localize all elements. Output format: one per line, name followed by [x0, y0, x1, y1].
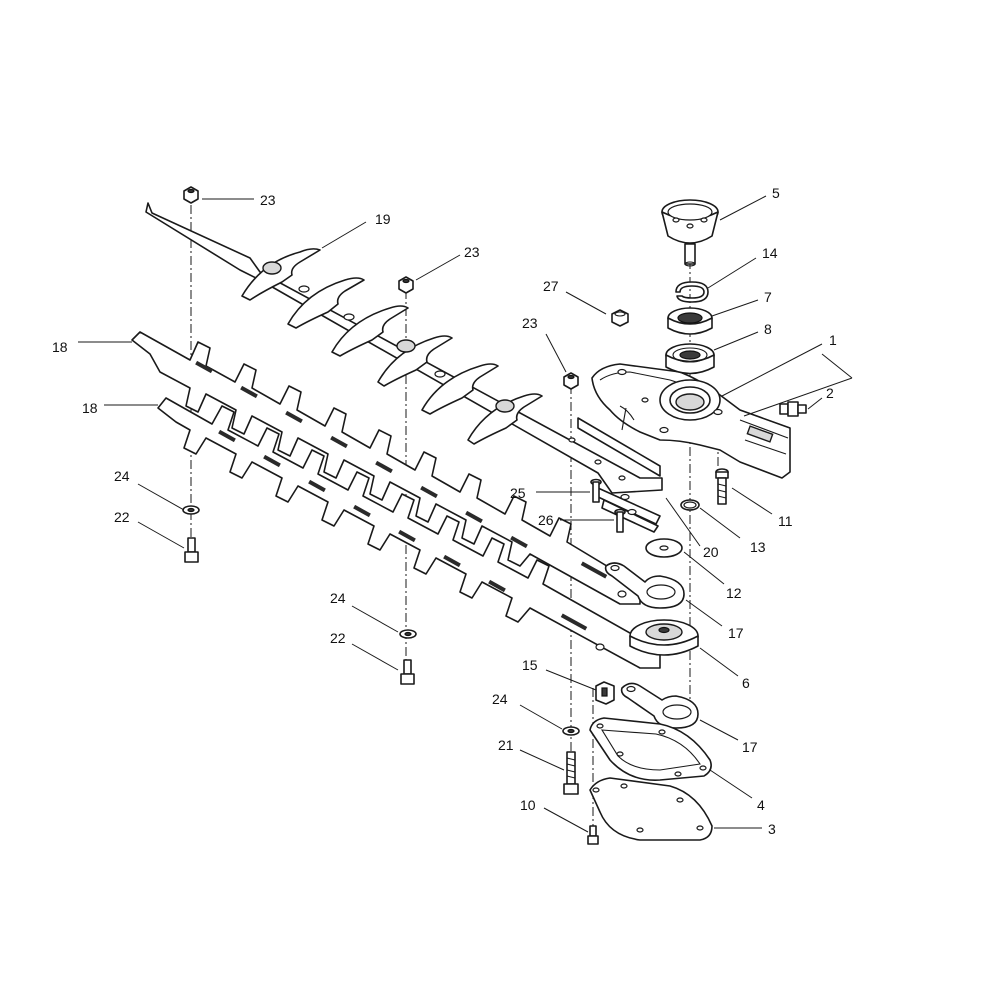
- callout-24-right: 24: [492, 691, 508, 707]
- crank-rod-lower: [620, 682, 699, 729]
- callout-21: 21: [498, 737, 514, 753]
- hex-nut-27: [611, 309, 629, 327]
- gear-case: [591, 363, 791, 479]
- callout-15: 15: [522, 657, 538, 673]
- hex-nuts-23: [183, 186, 579, 390]
- washer-12: [645, 538, 683, 558]
- callout-24-mid: 24: [330, 590, 346, 606]
- upper-blade: [145, 202, 663, 494]
- bolt-10: [587, 825, 599, 845]
- callout-23-mid: 23: [464, 244, 480, 260]
- callout-5: 5: [772, 185, 780, 201]
- oil-seal: [667, 307, 713, 335]
- leader-lines: [78, 195, 853, 833]
- washers-24: [182, 505, 580, 736]
- bolt-11: [715, 468, 729, 505]
- callout-7: 7: [764, 289, 772, 305]
- callout-17-lower: 17: [742, 739, 758, 755]
- grease-fitting: [779, 401, 807, 417]
- snap-ring: [675, 281, 709, 303]
- callout-11: 11: [778, 513, 793, 529]
- callout-14: 14: [762, 245, 778, 261]
- callout-1: 1: [829, 332, 837, 348]
- callout-19: 19: [375, 211, 391, 227]
- callout-10: 10: [520, 797, 536, 813]
- gear-cover: [589, 777, 713, 841]
- bolts-25-26: [590, 478, 626, 533]
- ball-bearing: [665, 343, 715, 375]
- callout-3: 3: [768, 821, 776, 837]
- callout-6: 6: [742, 675, 750, 691]
- callout-24-left: 24: [114, 468, 130, 484]
- lower-blade-rear: [131, 331, 641, 605]
- callout-2: 2: [826, 385, 834, 401]
- lower-blade-front: [157, 397, 661, 669]
- callout-12: 12: [726, 585, 742, 601]
- callout-labels: 1 2 3 4 5 6 7 8 10 11 12 13 14 15 17 17 …: [52, 185, 837, 837]
- callout-23-left: 23: [260, 192, 276, 208]
- gasket: [589, 717, 712, 781]
- crank-rod-upper: [604, 562, 685, 609]
- callout-8: 8: [764, 321, 772, 337]
- callout-13: 13: [750, 539, 766, 555]
- clutch-drum: [661, 199, 719, 267]
- snap-ring-13: [680, 499, 700, 511]
- bolt-21: [563, 751, 579, 795]
- callout-25: 25: [510, 485, 526, 501]
- callout-22-left: 22: [114, 509, 130, 525]
- callout-22-mid: 22: [330, 630, 346, 646]
- callout-23-right: 23: [522, 315, 538, 331]
- callout-27: 27: [543, 278, 559, 294]
- callout-20: 20: [703, 544, 719, 560]
- callout-26: 26: [538, 512, 554, 528]
- callout-18-upper: 18: [52, 339, 68, 355]
- drive-gear: [629, 619, 699, 656]
- callout-4: 4: [757, 797, 765, 813]
- callout-17-upper: 17: [728, 625, 744, 641]
- callout-18-lower: 18: [82, 400, 98, 416]
- bolts-22: [184, 537, 415, 685]
- slider-block: [595, 681, 615, 705]
